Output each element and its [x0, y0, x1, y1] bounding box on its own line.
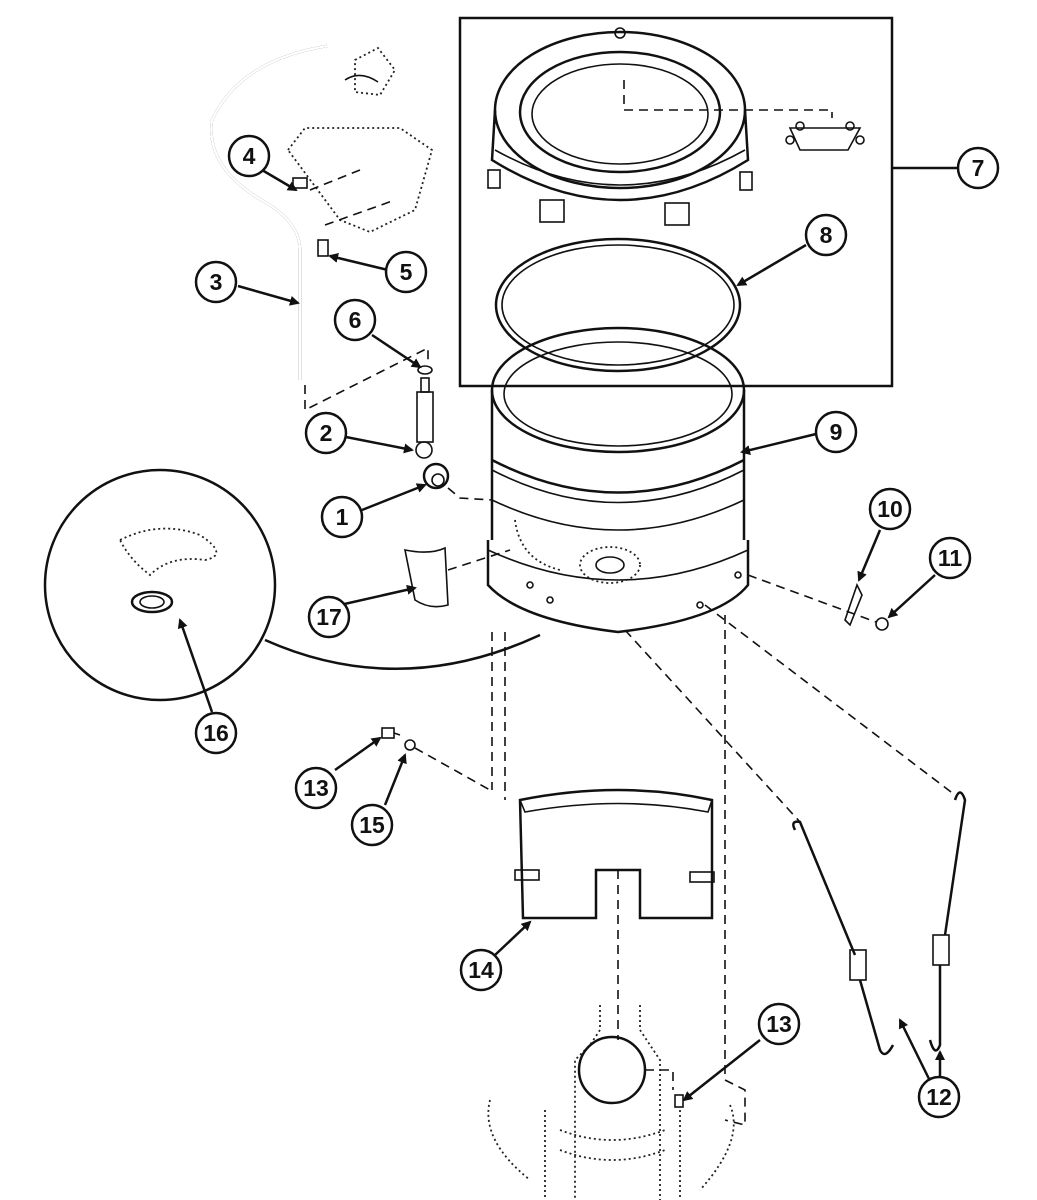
- callout-7: 7: [956, 146, 1000, 190]
- arrow-3: [237, 284, 300, 306]
- svg-text:13: 13: [766, 1011, 792, 1037]
- callout-12: 12: [917, 1075, 961, 1119]
- arrow-15: [383, 753, 407, 806]
- callout-14: 14: [459, 948, 503, 992]
- callout-13a: 13: [294, 766, 338, 810]
- svg-text:5: 5: [400, 259, 413, 285]
- svg-text:15: 15: [359, 812, 385, 838]
- callout-15: 15: [350, 803, 394, 847]
- dispenser-part: [286, 46, 434, 233]
- callout-6: 6: [333, 298, 377, 342]
- callout-1: 1: [320, 495, 364, 539]
- leader-15: [414, 747, 491, 791]
- svg-text:17: 17: [316, 604, 342, 630]
- callout-2: 2: [304, 411, 348, 455]
- svg-text:10: 10: [877, 496, 903, 522]
- svg-text:12: 12: [926, 1084, 952, 1110]
- svg-text:4: 4: [243, 143, 256, 169]
- callout-8: 8: [804, 213, 848, 257]
- siphon-break-part: [304, 346, 493, 501]
- spring-part-a: [792, 820, 895, 1056]
- clip-part-5: [317, 239, 329, 257]
- leader-10-11: [747, 574, 877, 623]
- svg-text:9: 9: [830, 419, 843, 445]
- detail-inset: [43, 468, 541, 702]
- arrow-1: [361, 483, 427, 512]
- arrow-6: [371, 333, 422, 369]
- bolt-part-13: [381, 727, 401, 739]
- group-box-7: [458, 16, 894, 388]
- svg-text:2: 2: [320, 420, 333, 446]
- arrow-17: [339, 584, 417, 607]
- hose-part: [210, 44, 328, 380]
- leader-12a: [624, 629, 801, 823]
- arrow-13a: [334, 736, 382, 772]
- svg-text:14: 14: [468, 957, 494, 983]
- svg-text:7: 7: [972, 155, 985, 181]
- arrow-5: [328, 253, 389, 272]
- arrow-4: [261, 168, 298, 192]
- base-assembly: [487, 1005, 746, 1200]
- arrow-12a: [898, 1018, 934, 1086]
- svg-text:8: 8: [820, 222, 833, 248]
- callout-17: 17: [307, 595, 351, 639]
- callout-5: 5: [384, 250, 428, 294]
- arrow-11: [887, 574, 936, 619]
- leader-12b: [704, 604, 956, 796]
- bracket-part-10: [844, 582, 863, 627]
- callout-16: 16: [194, 711, 238, 755]
- arrow-9: [740, 432, 817, 455]
- svg-text:3: 3: [210, 269, 223, 295]
- arrow-16: [177, 618, 214, 713]
- arrow-10: [857, 529, 882, 582]
- arrow-13b: [682, 1039, 761, 1102]
- spring-part-b: [928, 791, 967, 1052]
- outer-tub-part: [486, 326, 750, 634]
- callout-9: 9: [814, 410, 858, 454]
- svg-text:11: 11: [938, 545, 963, 571]
- callout-11: 11: [928, 536, 972, 580]
- callout-3: 3: [194, 260, 238, 304]
- shield-part: [514, 788, 715, 920]
- screw-part-11: [875, 617, 889, 631]
- svg-text:13: 13: [303, 775, 329, 801]
- gasket-ring-part: [494, 237, 742, 373]
- svg-text:16: 16: [203, 720, 229, 746]
- callout-10: 10: [868, 487, 912, 531]
- washer-part-15: [404, 739, 416, 751]
- tub-cover-part: [487, 27, 865, 226]
- svg-text:6: 6: [349, 307, 362, 333]
- leader-17: [447, 549, 511, 571]
- arrow-2: [345, 435, 414, 454]
- callout-13b: 13: [757, 1002, 801, 1046]
- arrow-14: [494, 920, 532, 956]
- svg-text:1: 1: [336, 504, 349, 530]
- callout-4: 4: [227, 134, 271, 178]
- clip-part-4: [292, 177, 308, 189]
- arrow-8: [736, 243, 807, 287]
- label-part-17: [403, 546, 449, 608]
